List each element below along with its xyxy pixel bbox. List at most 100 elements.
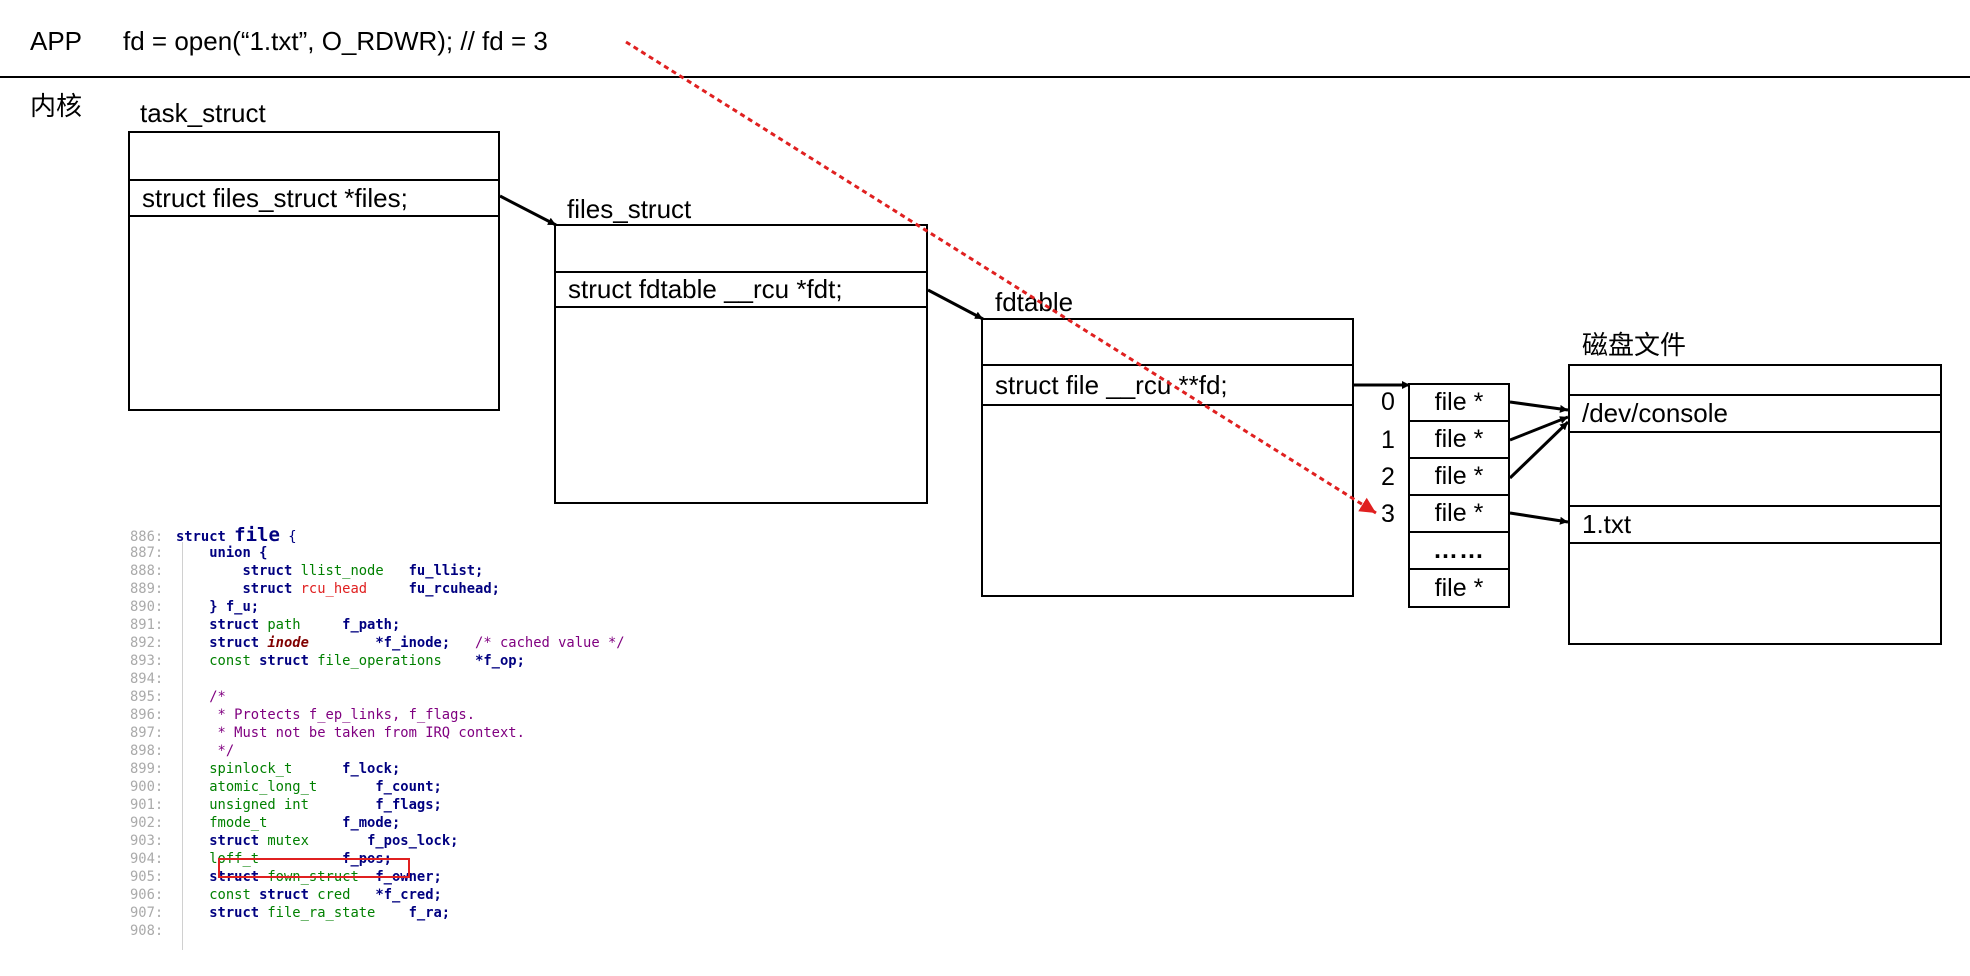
code-token: file_ra_state — [267, 905, 376, 921]
code-token: f_pos_lock; — [308, 833, 459, 849]
code-line-number: 895: — [130, 689, 164, 705]
arrow-fdt-to-fdtable — [927, 288, 984, 321]
fdtable-box: struct file __rcu **fd; — [981, 318, 1354, 597]
task-struct-files-field: struct files_struct *files; — [128, 179, 500, 217]
code-token: struct — [259, 887, 318, 903]
disk-file-console: /dev/console — [1568, 394, 1942, 433]
code-token: *f_cred; — [350, 887, 442, 903]
code-token: struct — [176, 833, 268, 849]
arrow-fd3-to-1txt — [1509, 511, 1569, 525]
kernel-label: 内核 — [30, 91, 83, 121]
code-token: struct — [176, 905, 268, 921]
code-line: 891: struct path f_path; — [130, 616, 400, 634]
code-line: 903: struct mutex f_pos_lock; — [130, 832, 458, 850]
fd-index-0: 0 — [1381, 388, 1395, 416]
code-token: spinlock_t — [176, 761, 293, 777]
code-token: const — [176, 653, 260, 669]
code-line-number: 903: — [130, 833, 164, 849]
code-line: 905: struct fown_struct f_owner; — [130, 868, 442, 886]
fd-entry-1: file * — [1408, 420, 1510, 459]
files-struct-box: struct fdtable __rcu *fdt; — [554, 224, 928, 504]
arrow-files-to-files-struct — [499, 194, 557, 227]
code-token: llist_node — [300, 563, 384, 579]
code-line: 899: spinlock_t f_lock; — [130, 760, 400, 778]
code-line: 900: atomic_long_t f_count; — [130, 778, 442, 796]
code-token: cred — [317, 887, 351, 903]
code-line: 907: struct file_ra_state f_ra; — [130, 904, 450, 922]
code-line: 898: */ — [130, 742, 234, 760]
code-token: { — [279, 529, 297, 545]
fdtable-title: fdtable — [995, 287, 1074, 317]
code-line-number: 889: — [130, 581, 164, 597]
code-line-number: 900: — [130, 779, 164, 795]
fd-index-2: 2 — [1381, 463, 1395, 491]
f-pos-highlight-box — [218, 858, 410, 878]
code-token: * Must not be taken from IRQ context. — [176, 725, 525, 741]
files-struct-title: files_struct — [567, 194, 692, 224]
code-token: f_lock; — [292, 761, 401, 777]
code-token: /* cached value */ — [450, 635, 625, 651]
fd-entry-ellipsis: …… — [1408, 531, 1510, 570]
code-token: f_path; — [300, 617, 401, 633]
code-line-number: 894: — [130, 671, 164, 687]
arrow-fd1-to-console — [1509, 415, 1569, 442]
code-line-number: 907: — [130, 905, 164, 921]
arrow-fd2-to-console — [1508, 420, 1570, 480]
code-line-number: 906: — [130, 887, 164, 903]
fd-entry-5: file * — [1408, 568, 1510, 608]
code-line: 902: fmode_t f_mode; — [130, 814, 400, 832]
code-line-number: 893: — [130, 653, 164, 669]
code-token: struct — [176, 563, 301, 579]
files-struct-fdt-field: struct fdtable __rcu *fdt; — [554, 271, 928, 308]
disk-file-1txt: 1.txt — [1568, 505, 1942, 544]
app-kernel-divider — [0, 76, 1970, 78]
code-token: fu_rcuhead; — [367, 581, 500, 597]
fd-index-1: 1 — [1381, 426, 1395, 454]
code-token: struct — [176, 529, 235, 545]
code-token: f_mode; — [267, 815, 401, 831]
code-line: 895: /* — [130, 688, 226, 706]
code-line-number: 905: — [130, 869, 164, 885]
code-line-number: 896: — [130, 707, 164, 723]
code-line-number: 886: — [130, 529, 164, 545]
arrow-fd0-to-console — [1509, 400, 1569, 413]
disk-files-title: 磁盘文件 — [1582, 330, 1687, 360]
code-line-number: 899: — [130, 761, 164, 777]
code-token: f_count; — [317, 779, 442, 795]
code-line: 887: union { — [130, 544, 267, 562]
code-token: } — [176, 599, 226, 615]
code-line-number: 888: — [130, 563, 164, 579]
code-token: */ — [176, 743, 235, 759]
code-line-number: 890: — [130, 599, 164, 615]
fd-entry-2: file * — [1408, 457, 1510, 496]
code-token: *f_inode; — [308, 635, 451, 651]
code-line-number: 897: — [130, 725, 164, 741]
code-token: struct — [176, 617, 268, 633]
code-gutter-rule — [182, 542, 183, 950]
code-line: 908: — [130, 922, 176, 940]
code-line-number: 901: — [130, 797, 164, 813]
code-line-number: 902: — [130, 815, 164, 831]
code-line-number: 908: — [130, 923, 164, 939]
fd-entry-0: file * — [1408, 383, 1510, 422]
fd-index-3: 3 — [1381, 500, 1395, 528]
code-line-number: 887: — [130, 545, 164, 561]
code-line-number: 898: — [130, 743, 164, 759]
code-line: 888: struct llist_node fu_llist; — [130, 562, 483, 580]
code-line: 897: * Must not be taken from IRQ contex… — [130, 724, 525, 742]
code-line: 892: struct inode *f_inode; /* cached va… — [130, 634, 625, 652]
code-token: mutex — [267, 833, 309, 849]
code-token: fu_llist; — [383, 563, 484, 579]
disk-files-box: /dev/console 1.txt — [1568, 364, 1942, 645]
code-line: 901: unsigned int f_flags; — [130, 796, 442, 814]
app-code-line: fd = open(“1.txt”, O_RDWR); // fd = 3 — [123, 26, 548, 56]
code-token: struct — [176, 581, 301, 597]
code-line: 906: const struct cred *f_cred; — [130, 886, 442, 904]
code-line-number: 904: — [130, 851, 164, 867]
code-line: 890: } f_u; — [130, 598, 259, 616]
task-struct-box: struct files_struct *files; — [128, 131, 500, 411]
code-token: struct — [259, 653, 318, 669]
code-token: struct — [176, 635, 268, 651]
code-token: atomic_long_t — [176, 779, 318, 795]
fdtable-fd-field: struct file __rcu **fd; — [981, 364, 1354, 406]
